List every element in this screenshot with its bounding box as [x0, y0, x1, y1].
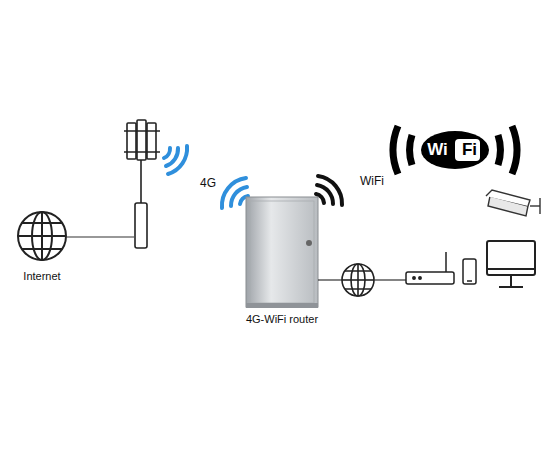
router-caption: 4G-WiFi router: [222, 313, 342, 325]
signal-waves: [316, 176, 342, 205]
logo-text: Wi: [427, 140, 448, 160]
cell-tower: [124, 120, 160, 248]
camera-icon: [486, 190, 540, 216]
globe-caption: Internet: [5, 270, 79, 282]
router-device: [406, 252, 454, 284]
wire: [66, 236, 134, 237]
signal-waves: [222, 178, 248, 208]
monitor-icon: [487, 241, 535, 287]
wire: [318, 279, 342, 280]
globe-icon: [342, 264, 374, 296]
link-label: WiFi: [360, 174, 384, 188]
signal-waves: [164, 146, 187, 174]
node-text: 4G-WiFi router: [222, 313, 342, 325]
wire: [374, 279, 406, 280]
wifi-logo: [393, 126, 517, 174]
node-text: Internet: [5, 270, 79, 282]
logo-text: Fi: [462, 140, 477, 160]
link-label: 4G: [200, 176, 216, 190]
phone-icon: [463, 259, 476, 284]
router-enclosure: [246, 197, 318, 308]
globe-icon: [18, 212, 66, 260]
